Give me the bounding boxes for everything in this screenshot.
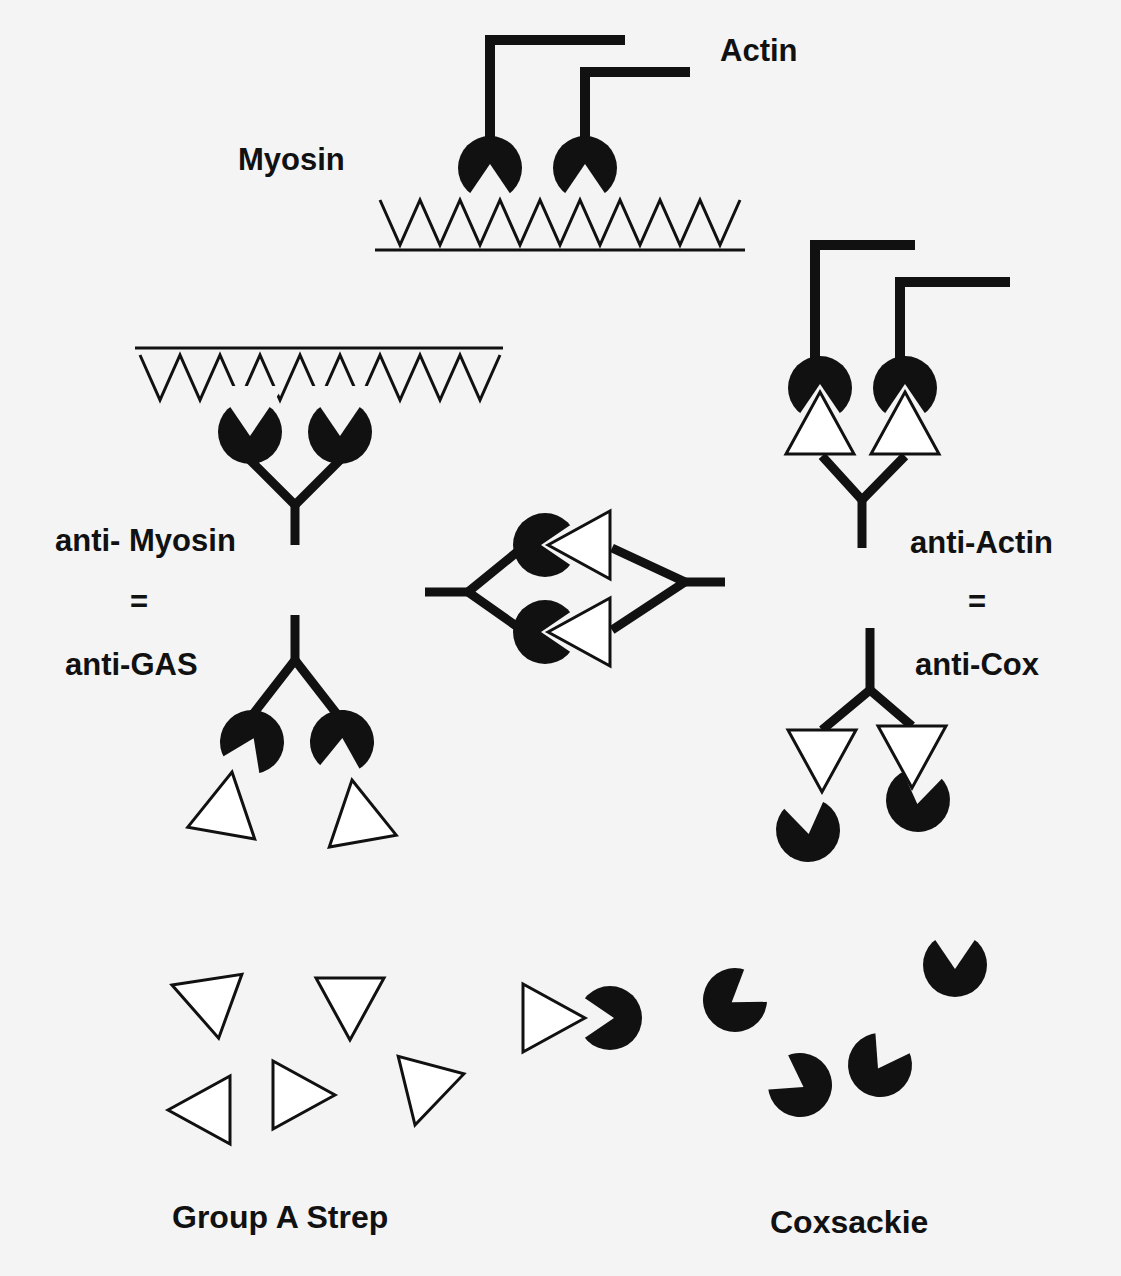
coxsackie-antigen — [835, 1008, 933, 1110]
antibody-label: anti- Myosin — [55, 524, 236, 558]
antibody-label: anti-Actin — [910, 526, 1053, 560]
myosin-head — [551, 136, 619, 214]
antibody-head — [216, 386, 284, 464]
antigen — [548, 511, 610, 579]
coxsackie-antigen — [921, 919, 989, 997]
filament-line — [375, 249, 745, 252]
strep-antigen — [168, 1076, 230, 1144]
coxsackie-antigen — [767, 779, 848, 868]
antibody — [683, 578, 725, 587]
strep-antigen — [160, 953, 242, 1038]
actin-rod — [585, 72, 690, 140]
antibody — [822, 456, 905, 500]
antibody-head — [786, 392, 854, 454]
antibody-head — [304, 707, 379, 791]
equals-sign: = — [130, 585, 148, 619]
strep-antigen — [316, 978, 384, 1040]
protein-label: Actin — [720, 34, 798, 68]
organism-label: Coxsackie — [770, 1205, 928, 1240]
equals-sign: = — [968, 585, 986, 619]
antibody — [612, 548, 685, 630]
zigzag-filament — [380, 200, 740, 245]
filament-line — [135, 347, 503, 350]
antibody — [468, 548, 522, 630]
strep-antigen — [382, 1056, 464, 1133]
antibody-head — [202, 699, 297, 798]
antibody-head — [871, 392, 939, 454]
antibody-head — [788, 730, 856, 792]
antibody — [858, 498, 867, 548]
antibody-head — [306, 386, 374, 464]
strep-antigen — [523, 984, 585, 1052]
antibody-label: anti-Cox — [915, 648, 1039, 682]
protein-label: Myosin — [238, 143, 345, 177]
actin-rod — [490, 40, 625, 140]
coxsackie-antigen — [743, 1033, 845, 1131]
coxsackie-antigen — [689, 946, 792, 1046]
actin-rod — [900, 282, 1010, 360]
strep-antigen — [273, 1061, 335, 1129]
antibody — [250, 660, 340, 718]
antigen — [548, 598, 610, 666]
myosin-head — [456, 136, 524, 214]
strep-antigen — [319, 774, 397, 847]
antibody — [822, 690, 912, 730]
antibody — [291, 505, 300, 545]
antibody-label: anti-GAS — [65, 648, 198, 682]
organism-label: Group A Strep — [172, 1200, 388, 1235]
antibody — [866, 628, 875, 692]
strep-antigen — [188, 766, 266, 839]
antibody-head — [878, 726, 946, 788]
antibody — [250, 460, 340, 505]
